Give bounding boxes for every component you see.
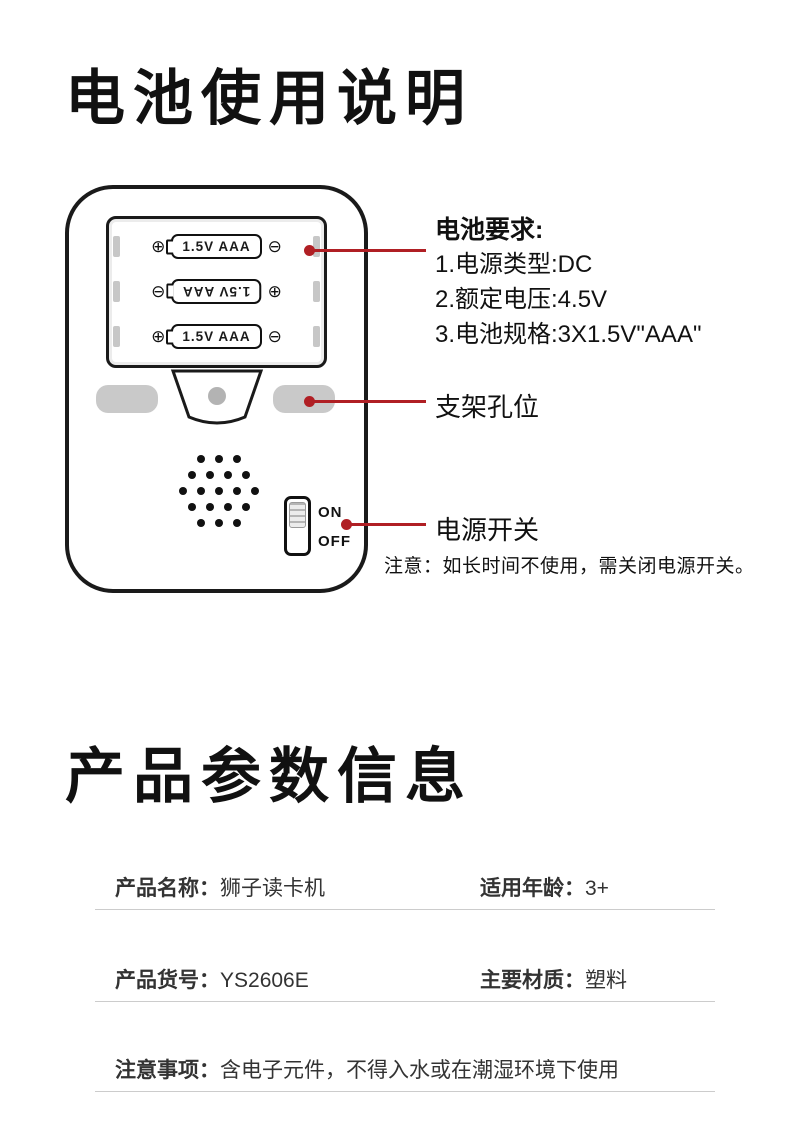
stand-hole-tab [170,369,264,425]
battery-slot-2: 1.5V AAA [109,269,324,314]
minus-terminal-icon [268,238,282,255]
device-back-illustration: 1.5V AAA 1.5V AAA 1.5V AAA [65,185,368,593]
battery-1: 1.5V AAA [171,234,262,259]
stand-slot-left [96,385,158,413]
switch-callout-line [350,523,426,526]
table-row: 注意事项：含电子元件，不得入水或在潮湿环境下使用 [115,1054,715,1084]
param-value: 含电子元件，不得入水或在潮湿环境下使用 [220,1059,619,1082]
bracket-callout-dot [304,396,315,407]
table-row: 产品名称：狮子读卡机 适用年龄：3+ [115,872,715,902]
table-divider [95,1091,715,1092]
params-section-title: 产品参数信息 [65,743,473,810]
bracket-callout-line [313,400,426,403]
battery-compartment: 1.5V AAA 1.5V AAA 1.5V AAA [106,216,327,368]
power-switch-illustration [284,496,311,556]
battery-spring-icon [113,281,120,302]
plus-terminal-icon [151,238,165,255]
battery-2-reversed: 1.5V AAA [171,279,262,304]
battery-requirement-item: 2.额定电压:4.5V [435,286,608,313]
switch-off-label: OFF [318,533,351,550]
plus-terminal-icon [268,283,282,300]
power-switch-knob [289,502,306,528]
param-value: 塑料 [585,969,627,992]
table-cell-right: 适用年龄：3+ [480,872,609,902]
battery-slot-3: 1.5V AAA [109,314,324,359]
power-switch-note: 注意：如长时间不使用，需关闭电源开关。 [384,556,755,577]
param-label: 产品名称： [115,877,220,900]
switch-on-label: ON [318,504,343,521]
plus-terminal-icon [151,328,165,345]
battery-slot-1: 1.5V AAA [109,224,324,269]
battery-requirements-title: 电池要求: [435,216,544,244]
battery-3: 1.5V AAA [171,324,262,349]
param-label: 适用年龄： [480,877,585,900]
table-row: 产品货号：YS2606E 主要材质：塑料 [115,964,715,994]
battery-spring-icon [313,326,320,347]
stand-hole [208,387,226,405]
battery-spring-icon [313,236,320,257]
bracket-hole-label: 支架孔位 [435,392,540,422]
battery-callout-dot [304,245,315,256]
power-switch-label: 电源开关 [435,515,540,545]
switch-callout-dot [341,519,352,530]
param-label: 注意事项： [115,1059,220,1082]
battery-spring-icon [113,326,120,347]
minus-terminal-icon [268,328,282,345]
table-divider [95,909,715,910]
speaker-holes-icon [179,455,259,527]
param-label: 主要材质： [480,969,585,992]
battery-callout-line [313,249,426,252]
battery-requirement-item: 1.电源类型:DC [435,251,593,278]
table-divider [95,1001,715,1002]
battery-requirements-block: 电池要求: 1.电源类型:DC 2.额定电压:4.5V 3.电池规格:3X1.5… [435,214,701,352]
param-value: YS2606E [220,969,309,992]
param-label: 产品货号： [115,969,220,992]
battery-spring-icon [313,281,320,302]
param-value: 3+ [585,877,609,900]
table-cell-right: 主要材质：塑料 [480,964,627,994]
battery-spring-icon [113,236,120,257]
minus-terminal-icon [151,283,165,300]
battery-requirement-item: 3.电池规格:3X1.5V"AAA" [435,321,702,348]
battery-section-title: 电池使用说明 [65,65,473,132]
param-value: 狮子读卡机 [220,877,325,900]
